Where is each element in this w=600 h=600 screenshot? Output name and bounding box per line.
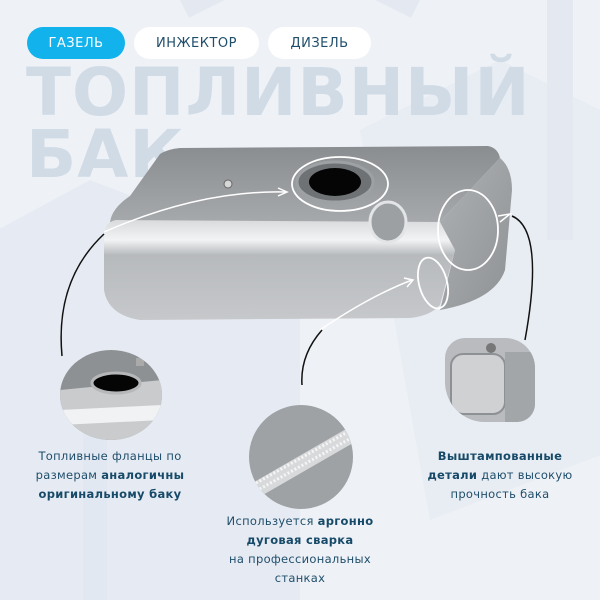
title-line-1: ТОПЛИВНЫЙ [26,54,531,131]
caption-stamped-text: дают высокую [477,468,573,482]
caption-welding: Используется аргонно дуговая сварка на п… [205,512,395,588]
caption-flanges: Топливные фланцы по размерам аналогичны … [22,447,198,504]
caption-welding-bold2: дуговая сварка [246,533,354,547]
caption-welding-line4: станках [274,571,326,585]
caption-flanges-text: размерам [35,468,102,482]
caption-stamped-line2: детали дают высокую [405,466,595,485]
caption-welding-line3: на профессиональных [229,552,371,566]
caption-stamped-line3: прочность бака [450,487,550,501]
caption-welding-line1: Используется аргонно [205,512,395,531]
caption-flanges-line1: Топливные фланцы по [38,449,182,463]
caption-flanges-bold: аналогичны [101,468,185,482]
caption-stamped: Выштампованные детали дают высокую прочн… [405,447,595,504]
caption-flanges-line3: оригинальному баку [22,485,198,504]
weld-detail-image [249,405,353,509]
flange-detail-image [60,350,162,440]
caption-welding-text: Используется [226,514,318,528]
tab-diesel[interactable]: ДИЗЕЛЬ [268,27,371,59]
caption-welding-bold: аргонно [317,514,374,528]
caption-welding-line2: дуговая сварка [205,531,395,550]
variant-tabs: ГАЗЕЛЬ ИНЖЕКТОР ДИЗЕЛЬ [27,27,371,59]
caption-stamped-bold2: детали [427,468,478,482]
tab-injector[interactable]: ИНЖЕКТОР [134,27,259,59]
tab-gazel[interactable]: ГАЗЕЛЬ [27,27,125,59]
caption-stamped-bold: Выштампованные [437,449,563,463]
caption-stamped-line1: Выштампованные [405,447,595,466]
caption-flanges-line2: размерам аналогичны [22,466,198,485]
page-title: ТОПЛИВНЫЙ БАК [26,54,531,188]
stamped-part-image [445,338,535,422]
caption-flanges-bold2: оригинальному баку [38,487,182,501]
